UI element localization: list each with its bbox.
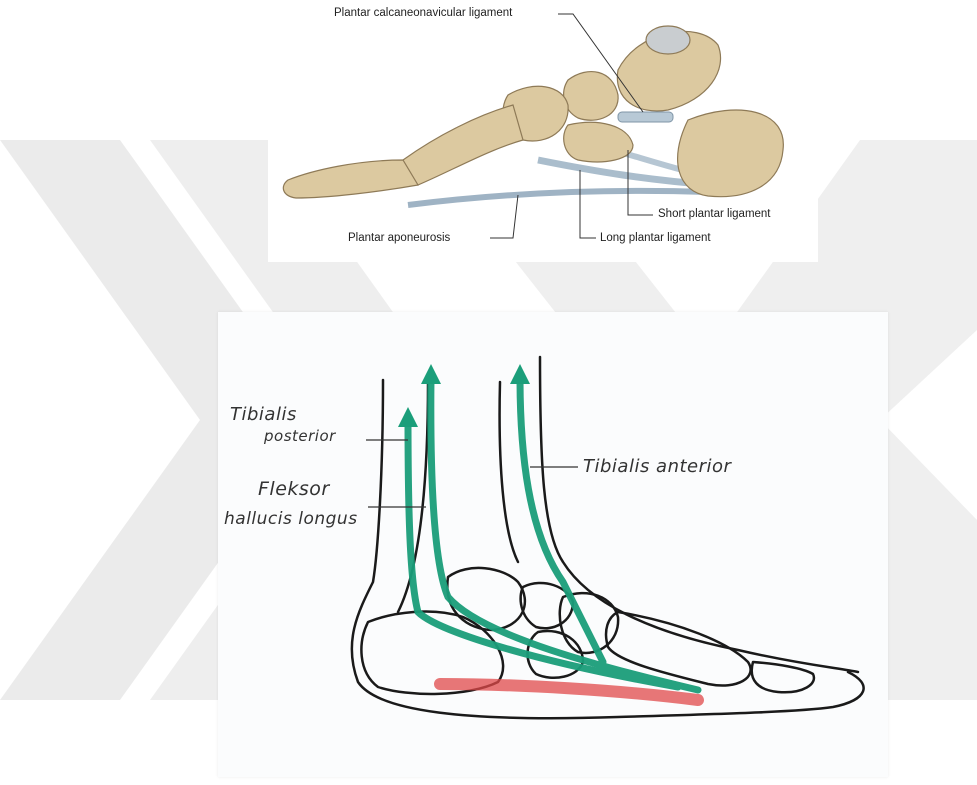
navicular-bone [564,72,618,121]
arrow-head-tibialis-posterior [398,407,418,427]
sketch-drawing [218,312,888,777]
label-plantar-calcaneonavicular-ligament: Plantar calcaneonavicular ligament [334,7,512,19]
label-tibialis-anterior: Tibialis anterior [583,456,731,477]
foot-bones-illustration [268,0,818,262]
label-short-plantar-ligament: Short plantar ligament [658,208,771,220]
label-long-plantar-ligament: Long plantar ligament [600,232,711,244]
talus-dome [646,26,690,54]
shin-line [500,382,518,562]
label-plantar-aponeurosis: Plantar aponeurosis [348,232,450,244]
flexor-hallucis-longus-tendon [431,377,698,690]
tibialis-anterior-tendon [520,377,603,662]
arrow-head-tibialis-anterior [510,364,530,384]
anatomical-foot-figure: Plantar calcaneonavicular ligament Short… [268,0,818,262]
calcaneonavicular-ligament [618,112,673,122]
arrow-head-flexor-hallucis [421,364,441,384]
hand-drawn-foot-sketch: Tibialis posterior Tibialis anterior Fle… [218,312,888,777]
phalanx-sketch [752,662,814,692]
label-tibialis-posterior-line2: posterior [264,427,336,445]
label-tibialis-posterior-line1: Tibialis [230,404,297,425]
label-flexor-line1: Fleksor [258,478,330,500]
label-flexor-line2: hallucis longus [224,509,358,529]
